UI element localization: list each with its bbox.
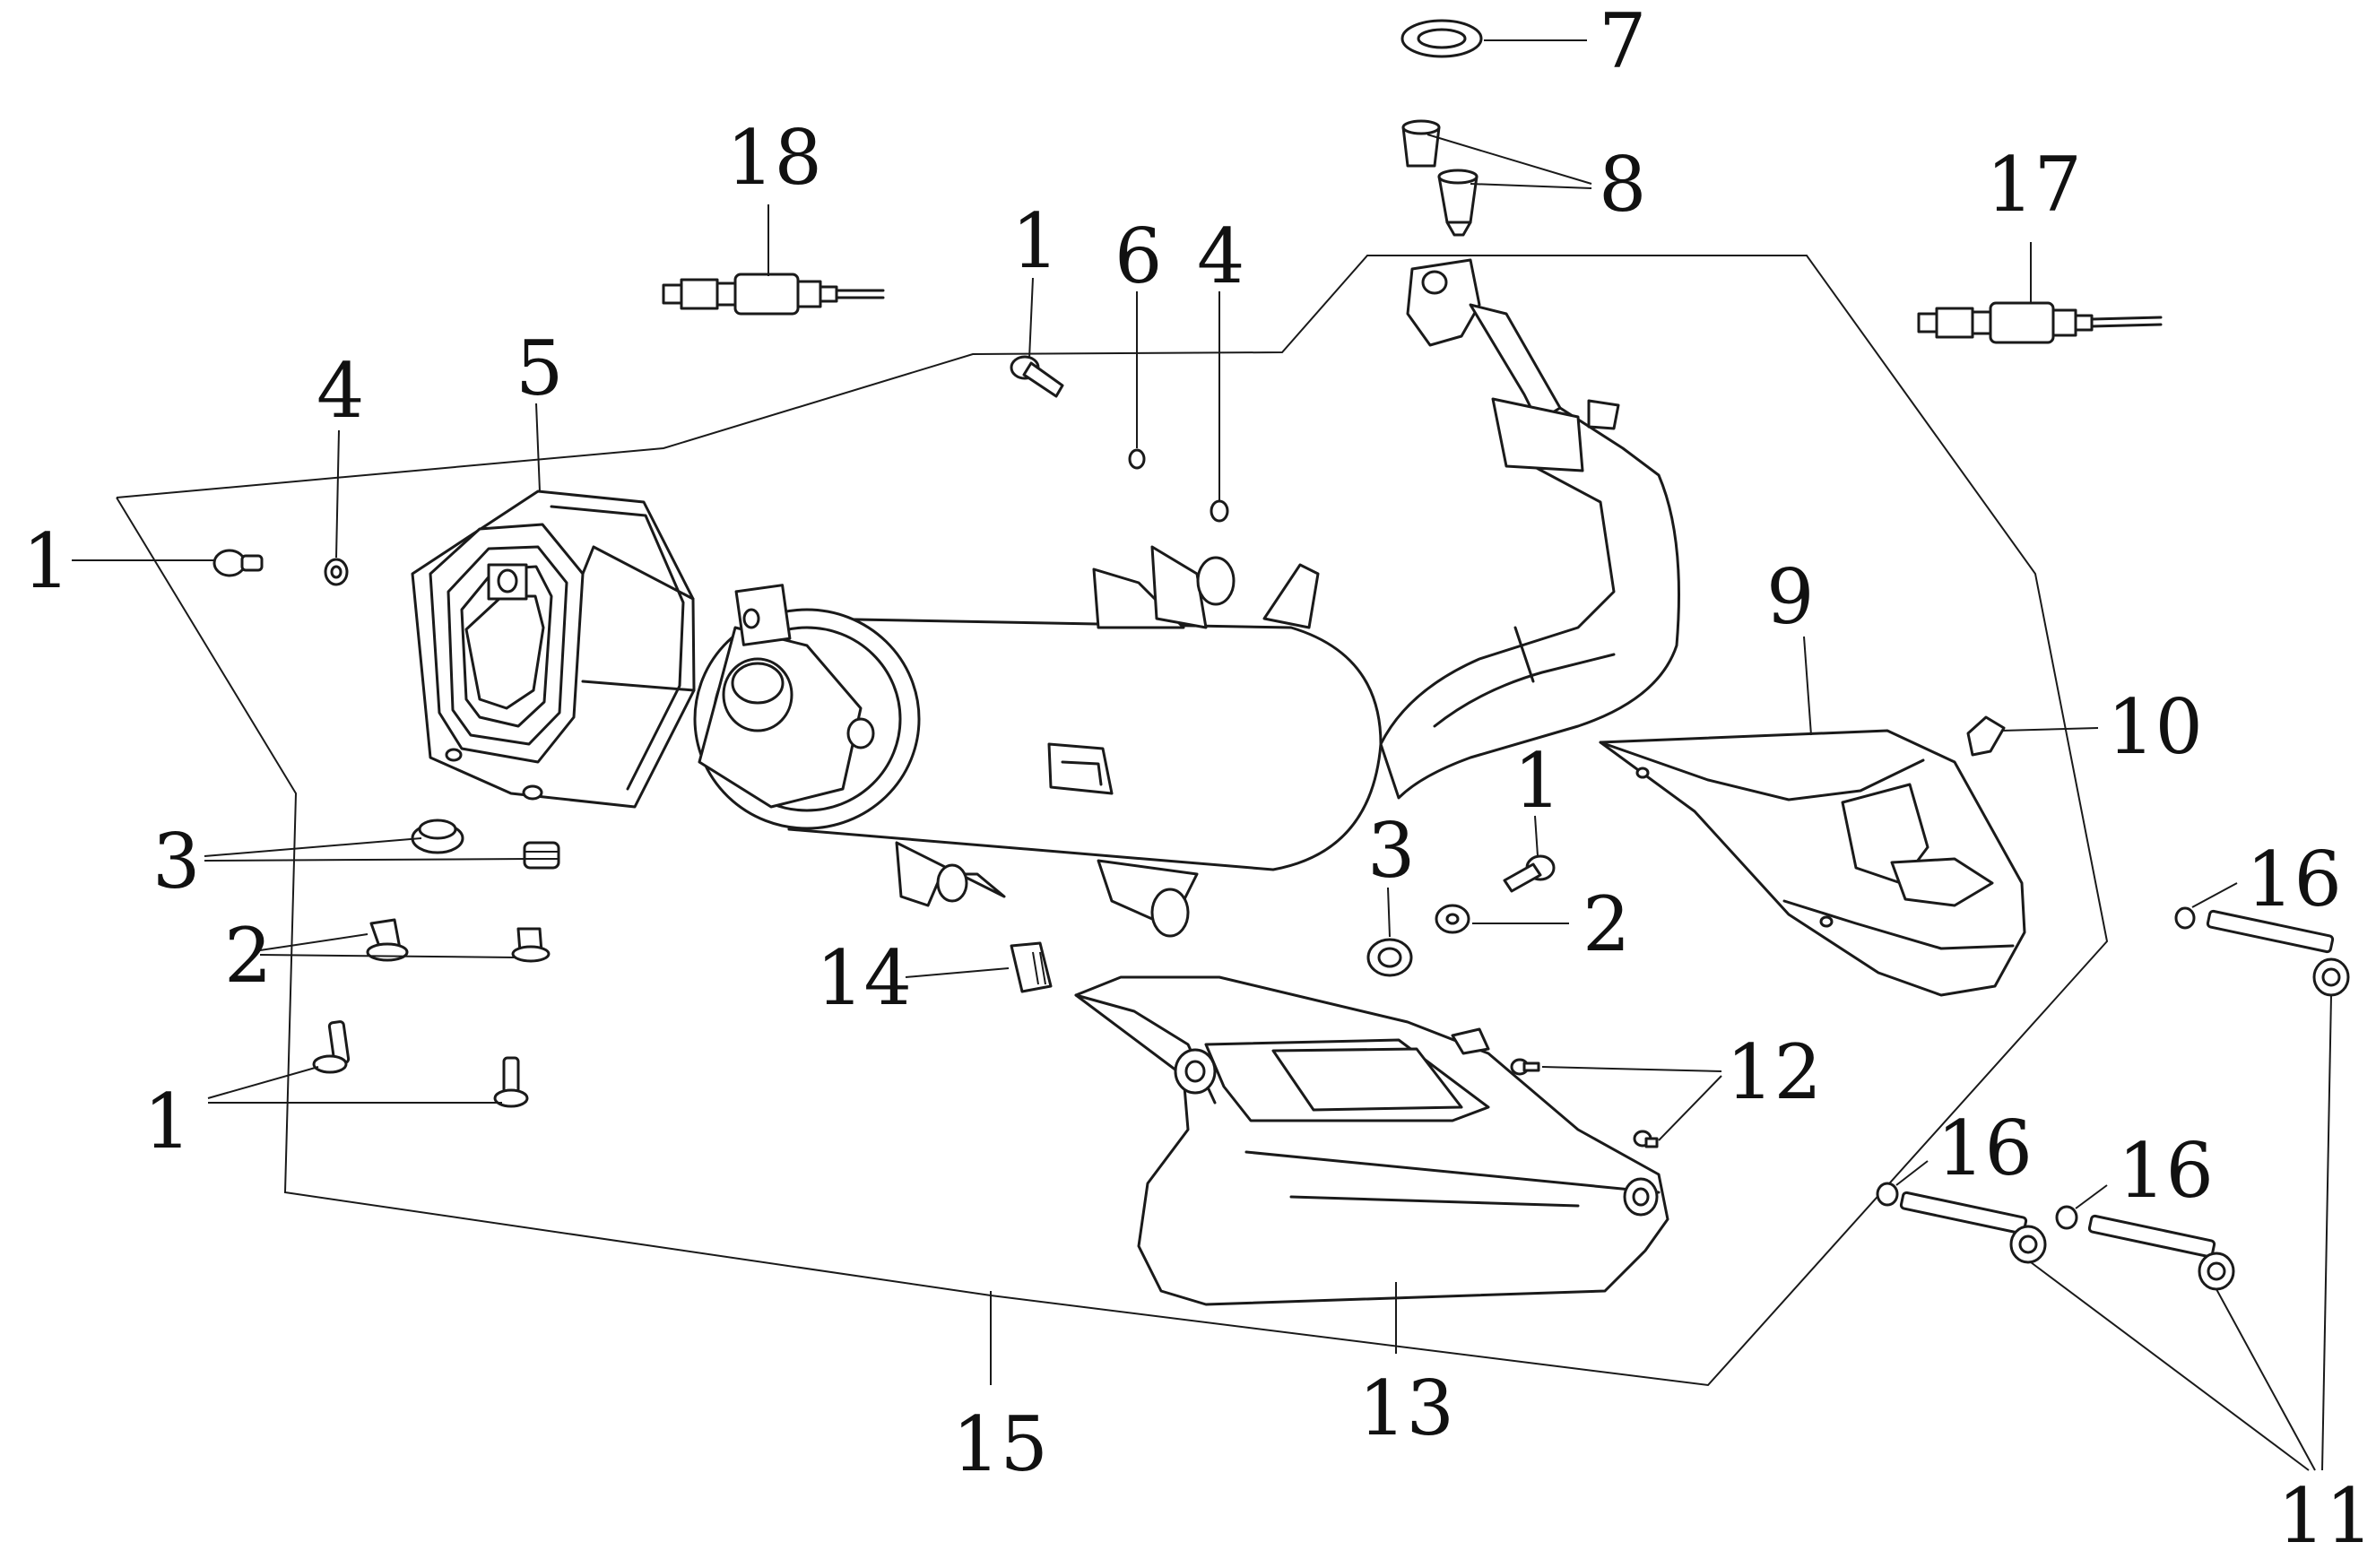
callout-12: 12 <box>1726 1028 1822 1116</box>
header-pipe <box>1379 258 1680 800</box>
grommet-right-3 <box>1366 938 1413 977</box>
bolt-left-1 <box>212 549 264 577</box>
callout-9: 9 <box>1766 553 1814 641</box>
callout-4-left: 4 <box>317 347 364 435</box>
spacers-2-left <box>366 918 551 963</box>
callout-8: 8 <box>1599 141 1646 229</box>
bolt-top-1 <box>1010 355 1064 398</box>
callout-1-left: 1 <box>22 517 70 605</box>
callout-2-left: 2 <box>224 912 272 1000</box>
callout-16-top: 16 <box>2246 836 2342 923</box>
callout-16-mid-left: 16 <box>1937 1105 2033 1192</box>
callout-10: 10 <box>2107 683 2203 771</box>
callout-5: 5 <box>516 325 563 412</box>
bolt-right-1 <box>1503 854 1556 893</box>
rubber-pad-14 <box>1010 941 1053 993</box>
callout-3-left: 3 <box>152 818 200 905</box>
washer-4-top <box>1210 499 1229 523</box>
callout-1-bottom-left: 1 <box>143 1078 191 1165</box>
assembly-boundary <box>116 255 2109 1387</box>
washer-left-4 <box>324 558 349 586</box>
gasket-7 <box>1400 19 1483 58</box>
callout-7: 7 <box>1599 0 1646 85</box>
callout-13: 13 <box>1358 1364 1454 1452</box>
screws-12 <box>1510 1058 1659 1148</box>
callout-16-mid-right: 16 <box>2118 1127 2214 1215</box>
clip-10 <box>1966 715 2006 757</box>
end-cap-cover-5 <box>411 489 696 809</box>
callout-6: 6 <box>1114 212 1162 300</box>
spacer-right-2 <box>1435 904 1470 934</box>
callout-17: 17 <box>1986 141 2082 229</box>
callout-18: 18 <box>726 114 822 202</box>
bolts-1-bottom-left <box>312 1020 529 1108</box>
callout-14: 14 <box>816 934 912 1022</box>
oxygen-sensor-17 <box>1917 301 2163 344</box>
callout-15: 15 <box>952 1400 1048 1488</box>
muffler-body <box>693 545 1383 938</box>
leader-lines <box>72 39 2332 1471</box>
callout-2-right: 2 <box>1583 880 1630 968</box>
bolt-11-b <box>1876 1182 2047 1264</box>
bolt-11-c <box>2055 1205 2235 1291</box>
bolt-11-a <box>2174 906 2350 997</box>
callout-4-top: 4 <box>1197 212 1244 300</box>
callout-labels: 1 4 5 3 2 1 18 1 6 4 7 8 17 9 10 1 3 2 1… <box>22 0 2373 1560</box>
callout-1-right: 1 <box>1513 737 1561 825</box>
oxygen-sensor-18 <box>662 273 885 316</box>
callout-3-right: 3 <box>1367 807 1415 895</box>
heat-shield-13 <box>1074 975 1669 1306</box>
heat-shield-9 <box>1599 729 2026 997</box>
grommets-3-left <box>411 819 560 870</box>
callout-1-top: 1 <box>1011 197 1059 285</box>
callout-11: 11 <box>2277 1472 2373 1560</box>
washer-6 <box>1128 448 1146 470</box>
nuts-8 <box>1401 119 1478 237</box>
